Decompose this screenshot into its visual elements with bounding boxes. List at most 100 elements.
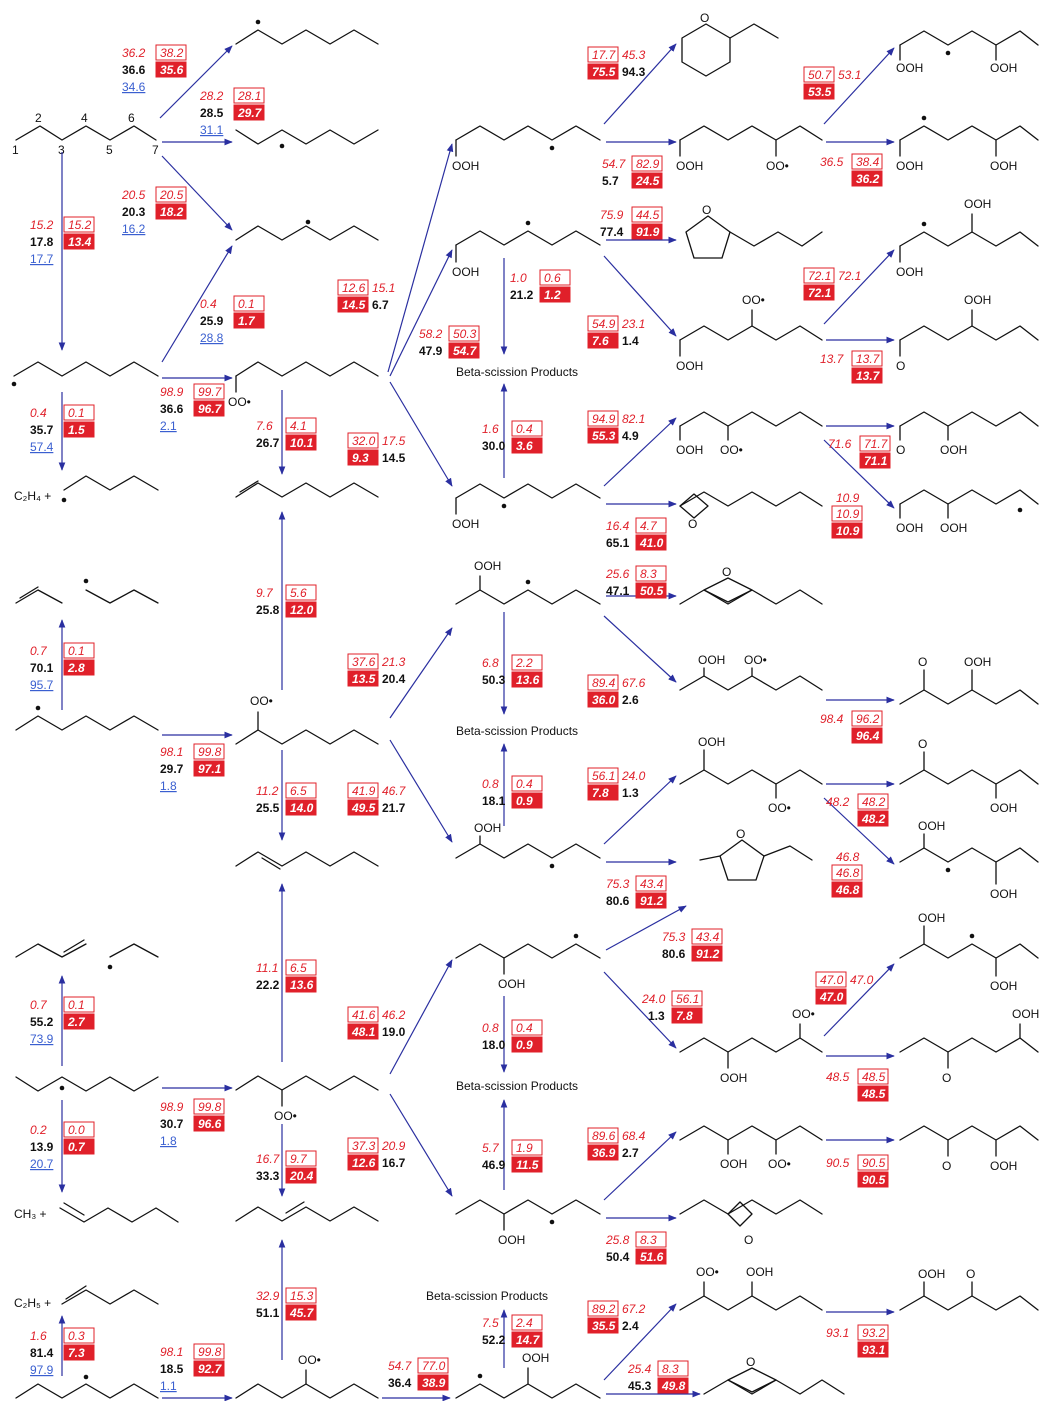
outlined-rate-value: 38.4 bbox=[856, 155, 880, 169]
bold-rate-value: 77.4 bbox=[600, 225, 624, 239]
red-rate-value: 17.5 bbox=[382, 434, 406, 448]
filled-rate-value: 48.1 bbox=[351, 1025, 376, 1039]
filled-rate-value: 91.2 bbox=[696, 947, 720, 961]
beta-scission-label: Beta-scission Products bbox=[456, 724, 578, 738]
bold-rate-value: 33.3 bbox=[256, 1169, 280, 1183]
outlined-rate-box bbox=[193, 383, 225, 400]
ethyl-label: C₂H₅ + bbox=[14, 1296, 51, 1310]
ooqooh-5 bbox=[679, 769, 823, 785]
outlined-rate-box bbox=[285, 1150, 317, 1167]
peroxy-label: OO• bbox=[298, 1353, 321, 1367]
filled-rate-box bbox=[193, 400, 225, 417]
outlined-rate-value: 89.6 bbox=[592, 1129, 616, 1143]
outlined-rate-box bbox=[63, 1121, 95, 1138]
filled-rate-value: 51.6 bbox=[640, 1250, 664, 1264]
oxygen-label: O bbox=[942, 1159, 951, 1173]
filled-rate-value: 55.3 bbox=[592, 429, 616, 443]
peroxy-label: OO• bbox=[250, 694, 273, 708]
heptyl-radical-3b bbox=[15, 1076, 159, 1092]
filled-rate-value: 48.5 bbox=[861, 1087, 886, 1101]
red-rate-value: 0.4 bbox=[30, 406, 47, 420]
filled-rate-box bbox=[631, 172, 663, 189]
outlined-rate-box bbox=[193, 1343, 225, 1360]
filled-rate-value: 1.5 bbox=[68, 423, 85, 437]
outlined-rate-value: 43.4 bbox=[696, 930, 720, 944]
filled-rate-box bbox=[347, 449, 379, 466]
outlined-rate-box bbox=[63, 996, 95, 1013]
filled-rate-box bbox=[539, 286, 571, 303]
filled-rate-box bbox=[851, 170, 883, 187]
hydroperoxy-label: OOH bbox=[452, 159, 479, 173]
hydroperoxy-label: OOH bbox=[1012, 1007, 1039, 1021]
p5-7 bbox=[899, 689, 1039, 705]
hydroperoxy-label: OOH bbox=[990, 979, 1017, 993]
oxygen-label: O bbox=[688, 517, 697, 531]
outlined-rate-value: 37.3 bbox=[352, 1139, 376, 1153]
outlined-rate-box bbox=[851, 350, 883, 367]
beta-scission-label: Beta-scission Products bbox=[426, 1289, 548, 1303]
filled-rate-value: 13.6 bbox=[290, 978, 314, 992]
blue-rate-value: 95.7 bbox=[30, 678, 54, 692]
outlined-rate-value: 56.1 bbox=[592, 769, 615, 783]
red-rate-value: 25.6 bbox=[605, 567, 630, 581]
beta-scission-label: Beta-scission Products bbox=[456, 1079, 578, 1093]
outlined-rate-box bbox=[635, 875, 667, 892]
filled-rate-value: 92.7 bbox=[198, 1362, 223, 1376]
red-rate-value: 25.4 bbox=[627, 1362, 652, 1376]
outlined-rate-box bbox=[285, 584, 317, 601]
bold-rate-value: 14.5 bbox=[382, 451, 406, 465]
oxygen-label: O bbox=[896, 359, 905, 373]
filled-rate-value: 91.9 bbox=[636, 225, 660, 239]
filled-rate-value: 36.0 bbox=[592, 693, 616, 707]
outlined-rate-box bbox=[347, 1137, 379, 1154]
qooh-5 bbox=[455, 843, 601, 859]
filled-rate-value: 45.7 bbox=[289, 1306, 315, 1320]
blue-rate-value: 1.1 bbox=[160, 1379, 177, 1393]
red-rate-value: 0.7 bbox=[30, 644, 48, 658]
heptyl-radical-4 bbox=[235, 225, 379, 241]
oxygen-label: O bbox=[736, 827, 745, 841]
hydroperoxy-label: OOH bbox=[498, 977, 525, 991]
blue-rate-value: 20.7 bbox=[30, 1157, 54, 1171]
outlined-rate-box bbox=[851, 153, 883, 170]
bold-rate-value: 16.7 bbox=[382, 1156, 406, 1170]
outlined-rate-value: 99.7 bbox=[198, 385, 223, 399]
outlined-rate-box bbox=[233, 87, 265, 104]
red-rate-value: 98.9 bbox=[160, 385, 184, 399]
oxetane-product-4 bbox=[703, 1379, 845, 1395]
filled-rate-box bbox=[859, 452, 891, 469]
red-rate-value: 25.8 bbox=[605, 1233, 630, 1247]
red-rate-value: 54.7 bbox=[602, 157, 627, 171]
red-rate-value: 5.7 bbox=[482, 1141, 500, 1155]
filled-rate-box bbox=[417, 1374, 449, 1391]
bold-rate-value: 4.9 bbox=[622, 429, 639, 443]
outlined-rate-value: 2.2 bbox=[515, 656, 533, 670]
blue-rate-value: 31.1 bbox=[200, 123, 224, 137]
red-rate-value: 53.1 bbox=[838, 68, 861, 82]
filled-rate-box bbox=[193, 1360, 225, 1377]
outlined-rate-value: 93.2 bbox=[862, 1326, 886, 1340]
bold-rate-value: 30.0 bbox=[482, 439, 506, 453]
red-rate-value: 24.0 bbox=[621, 769, 646, 783]
outlined-rate-box bbox=[193, 743, 225, 760]
filled-rate-box bbox=[448, 342, 480, 359]
outlined-rate-box bbox=[631, 155, 663, 172]
outlined-rate-value: 72.1 bbox=[808, 269, 831, 283]
p5-1 bbox=[899, 30, 1039, 46]
oxygen-label: O bbox=[700, 11, 709, 25]
radical-dot bbox=[549, 863, 555, 869]
peroxy-label: OO• bbox=[768, 1157, 791, 1171]
filled-rate-value: 38.9 bbox=[422, 1376, 446, 1390]
bold-rate-value: 5.7 bbox=[602, 174, 619, 188]
hydroperoxy-label: OOH bbox=[452, 265, 479, 279]
hydroperoxy-label: OOH bbox=[964, 655, 991, 669]
radical-dot bbox=[501, 503, 507, 509]
filled-rate-value: 12.6 bbox=[352, 1156, 376, 1170]
bold-rate-value: 17.8 bbox=[30, 235, 54, 249]
filled-rate-box bbox=[803, 284, 835, 301]
outlined-rate-value: 12.6 bbox=[342, 281, 366, 295]
red-rate-value: 75.9 bbox=[600, 208, 624, 222]
bold-rate-value: 13.9 bbox=[30, 1140, 54, 1154]
